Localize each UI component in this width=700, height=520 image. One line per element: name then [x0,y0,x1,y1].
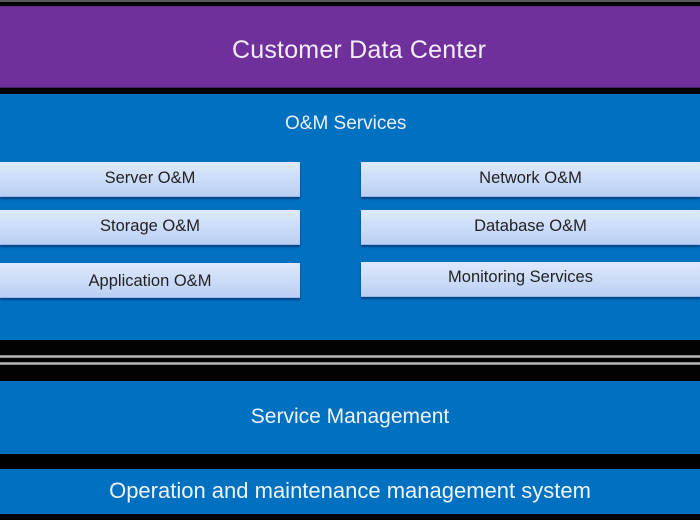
customer-data-center-band: Customer Data Center [0,6,700,88]
customer-data-center-title: Customer Data Center [232,36,487,64]
separator-line-lower [0,362,700,365]
network-om-box: Network O&M [361,162,700,197]
storage-om-box: Storage O&M [0,210,300,245]
storage-om-label: Storage O&M [100,217,200,235]
monitoring-services-label: Monitoring Services [448,268,593,286]
server-om-box: Server O&M [0,162,300,197]
om-services-title: O&M Services [285,113,407,134]
om-management-system-band: Operation and maintenance management sys… [0,469,700,514]
network-om-label: Network O&M [479,169,582,187]
database-om-box: Database O&M [361,210,700,245]
server-om-label: Server O&M [104,169,196,187]
separator-line-upper [0,355,700,358]
application-om-label: Application O&M [88,272,212,290]
application-om-box: Application O&M [0,263,300,298]
monitoring-services-box: Monitoring Services [361,262,700,297]
database-om-label: Database O&M [474,217,587,235]
separator-band [0,340,700,381]
top-border-line [0,0,700,2]
om-management-system-label: Operation and maintenance management sys… [109,478,591,503]
service-management-label: Service Management [250,405,450,428]
service-management-band: Service Management [0,381,700,454]
